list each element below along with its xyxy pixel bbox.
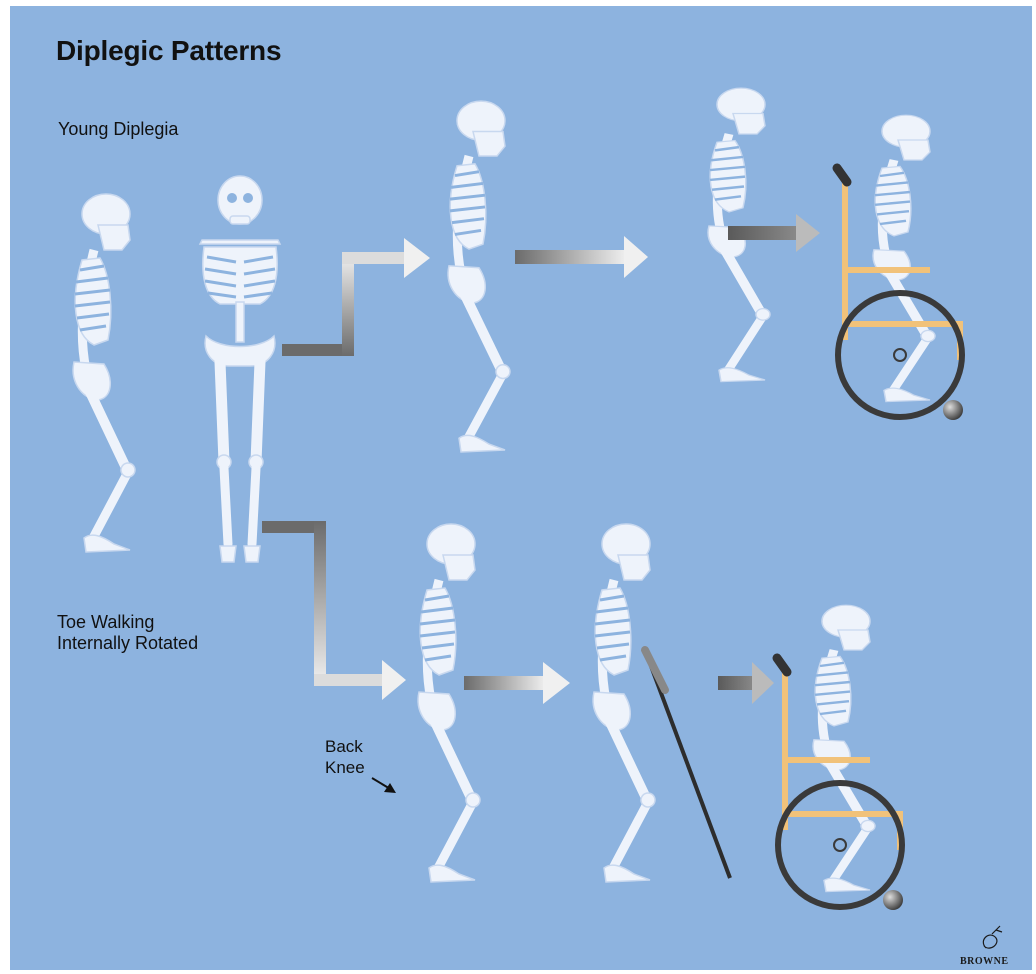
label-back-knee: Back Knee bbox=[325, 736, 365, 778]
arrow-front-to-back-knee bbox=[262, 521, 406, 700]
arrow-crouch-1-to-2 bbox=[515, 236, 648, 278]
artist-signature: BROWNE bbox=[960, 956, 1009, 967]
skeleton-cane bbox=[593, 524, 655, 882]
arrow-cane-to-chair bbox=[718, 662, 774, 704]
signature-glyph bbox=[983, 926, 1002, 948]
label-young-diplegia: Young Diplegia bbox=[58, 119, 178, 140]
skeleton-front bbox=[200, 176, 280, 562]
skeleton-back-knee bbox=[418, 524, 480, 882]
arrow-front-to-crouch bbox=[282, 238, 430, 356]
back-knee-pointer bbox=[372, 778, 396, 793]
arrow-back-knee-to-cane bbox=[464, 662, 570, 704]
diagram-title: Diplegic Patterns bbox=[56, 35, 281, 67]
skeleton-young-side bbox=[73, 194, 135, 552]
label-toe-walking: Toe Walking Internally Rotated bbox=[57, 612, 198, 654]
skeleton-crouch-1 bbox=[448, 101, 510, 452]
